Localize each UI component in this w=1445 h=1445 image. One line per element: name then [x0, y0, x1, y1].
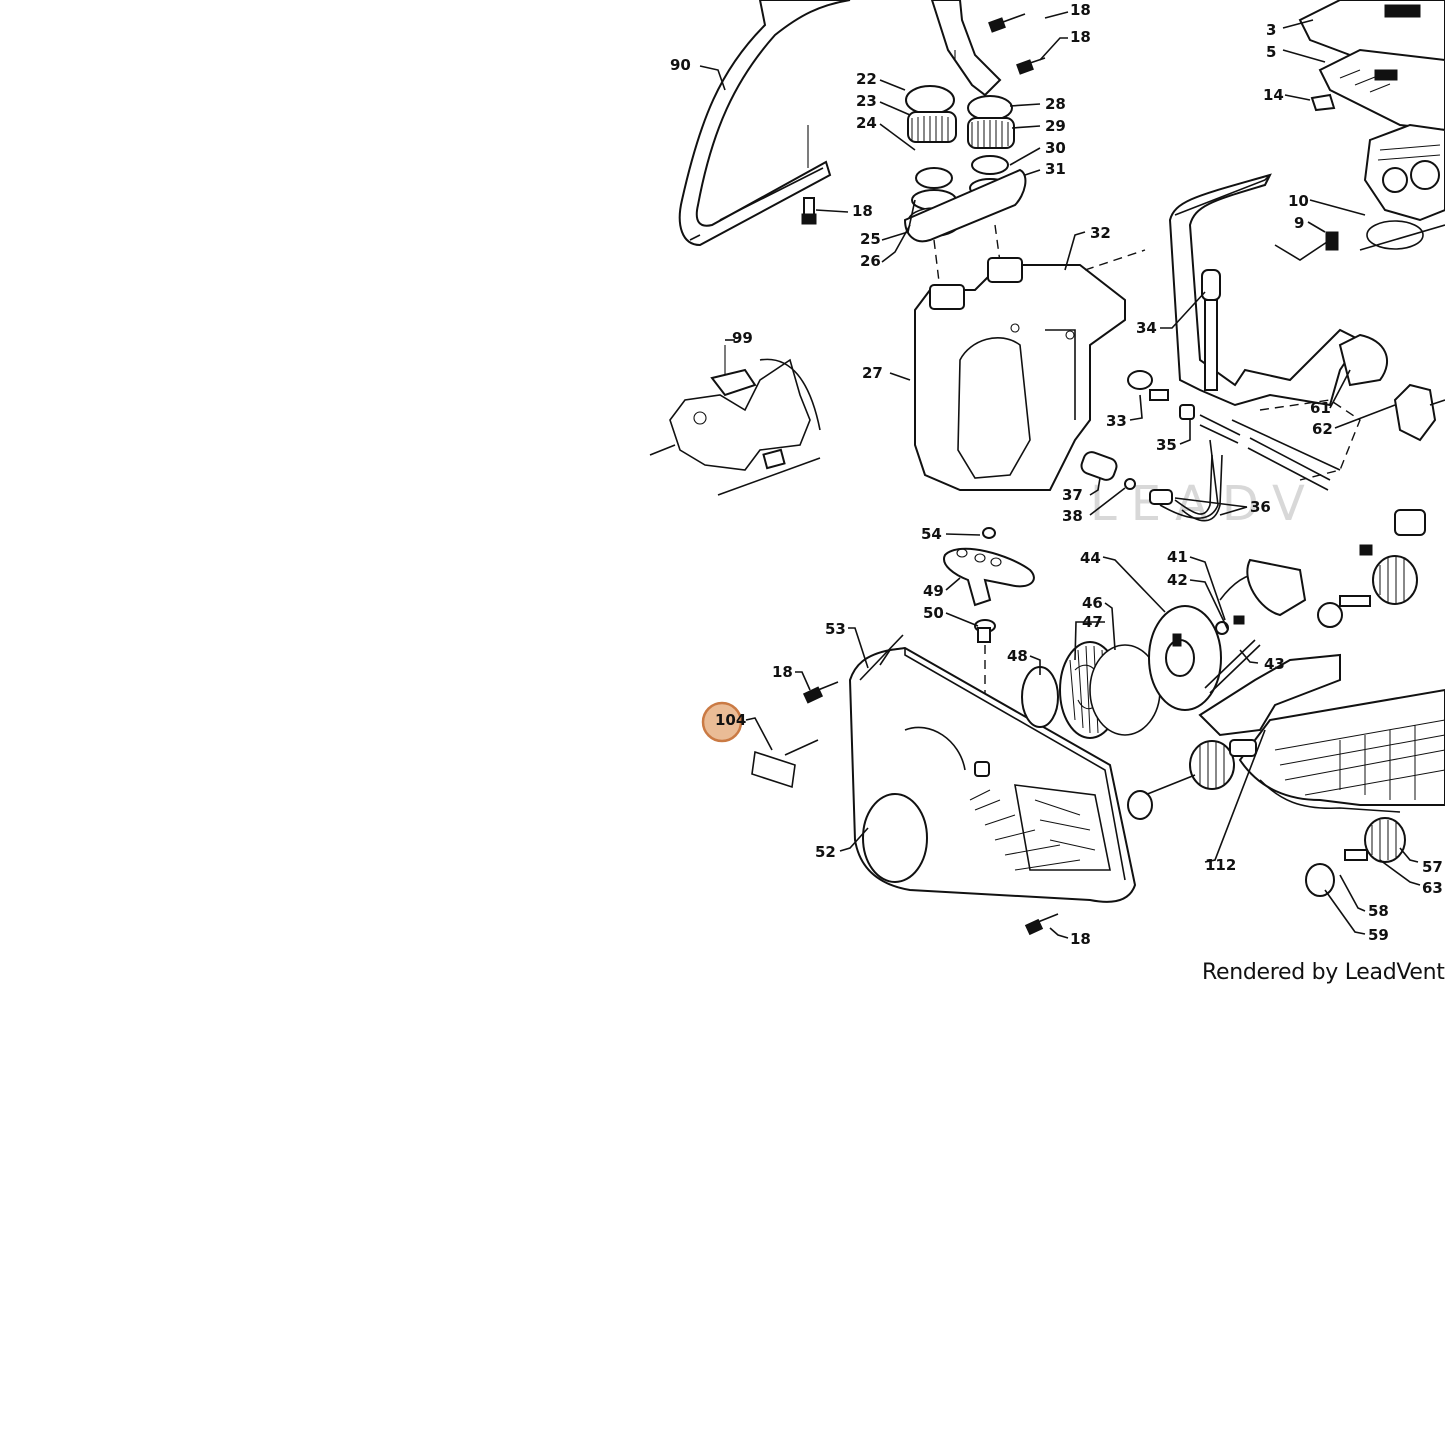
callout-labels: 3 5 14 10 9 18 18 90 18 22 23 24 25 26 2…: [670, 1, 1443, 948]
engine-shroud: [1159, 173, 1362, 519]
highlight-marker[interactable]: [701, 701, 743, 743]
callout-104[interactable]: 104: [715, 711, 746, 729]
oil-cap-assembly: [903, 95, 1027, 263]
fuel-tank: [914, 249, 1146, 491]
callout-33: 33: [1106, 412, 1127, 430]
callout-43: 43: [1264, 655, 1285, 673]
fuel-cap-assembly: [905, 85, 961, 291]
callout-9: 9: [1294, 214, 1304, 232]
callout-37: 37: [1062, 486, 1083, 504]
callout-42: 42: [1167, 571, 1188, 589]
chain-brake-part: [649, 345, 821, 496]
callout-50: 50: [923, 604, 944, 622]
callout-47: 47: [1082, 613, 1103, 631]
callout-63: 63: [1422, 879, 1443, 897]
clutch-parts: [1246, 509, 1426, 628]
callout-62: 62: [1312, 420, 1333, 438]
label-decal: [751, 739, 819, 789]
recoil-starter-parts: [1021, 572, 1301, 739]
callout-18-handle: 18: [852, 202, 873, 220]
callout-30: 30: [1045, 139, 1066, 157]
callout-99: 99: [732, 329, 753, 347]
callout-18-left: 18: [772, 663, 793, 681]
callout-44: 44: [1080, 549, 1101, 567]
callout-35: 35: [1156, 436, 1177, 454]
callout-59: 59: [1368, 926, 1389, 944]
callout-26: 26: [860, 252, 881, 270]
carburetor: [1325, 123, 1445, 251]
render-credit: Rendered by LeadVenture: [1202, 960, 1445, 985]
callout-57: 57: [1422, 858, 1443, 876]
bar-and-sprocket-parts: [1127, 653, 1445, 897]
callout-48: 48: [1007, 647, 1028, 665]
callout-22: 22: [856, 70, 877, 88]
callout-41: 41: [1167, 548, 1188, 566]
callout-18-bottom: 18: [1070, 930, 1091, 948]
starter-housing: [802, 634, 1137, 936]
callout-23: 23: [856, 92, 877, 110]
callout-14: 14: [1263, 86, 1284, 104]
screw-18: [801, 197, 817, 225]
right-components: [1338, 333, 1445, 442]
callout-31: 31: [1045, 160, 1066, 178]
bracket: [930, 0, 1046, 97]
callout-24: 24: [856, 114, 877, 132]
callout-10: 10: [1288, 192, 1309, 210]
callout-32: 32: [1090, 224, 1111, 242]
handle-bar: [678, 0, 851, 247]
leader-lines: [699, 11, 1421, 939]
callout-54: 54: [921, 525, 942, 543]
callout-49: 49: [923, 582, 944, 600]
callout-29: 29: [1045, 117, 1066, 135]
callout-34: 34: [1136, 319, 1157, 337]
callout-38: 38: [1062, 507, 1083, 525]
callout-5: 5: [1266, 43, 1276, 61]
callout-46: 46: [1082, 594, 1103, 612]
callout-36: 36: [1250, 498, 1271, 516]
callout-27: 27: [862, 364, 883, 382]
callout-53: 53: [825, 620, 846, 638]
callout-52: 52: [815, 843, 836, 861]
fuel-line-parts: [1080, 370, 1331, 522]
callout-18-top: 18: [1070, 1, 1091, 19]
callout-90: 90: [670, 56, 691, 74]
callout-58: 58: [1368, 902, 1389, 920]
callout-3: 3: [1266, 21, 1276, 39]
callout-112: 112: [1205, 856, 1236, 874]
top-cover: [1298, 0, 1445, 132]
callout-18-top2: 18: [1070, 28, 1091, 46]
callout-61: 61: [1310, 399, 1331, 417]
callout-28: 28: [1045, 95, 1066, 113]
callout-25: 25: [860, 230, 881, 248]
